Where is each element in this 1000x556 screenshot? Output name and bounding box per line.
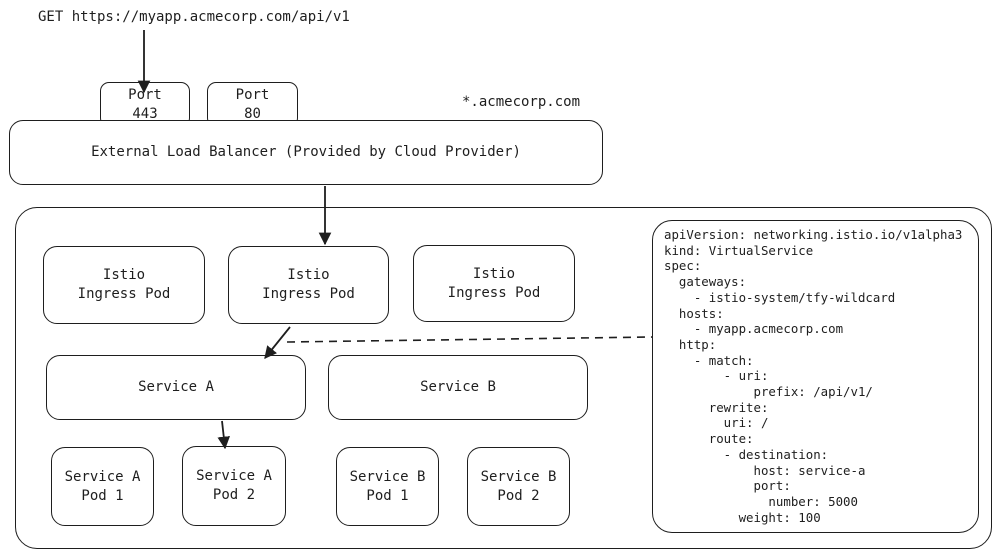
ingress-pod-1-line1: Istio: [102, 267, 146, 283]
service-b-pod-1: Service B Pod 1: [336, 447, 439, 526]
port-80-label: Port: [235, 86, 270, 103]
ingress-to-service-a-arrow: [264, 326, 291, 359]
ingress-pod-2: Istio Ingress Pod: [228, 246, 389, 324]
ingress-pod-3: Istio Ingress Pod: [413, 245, 575, 322]
service-a-label: Service A: [138, 379, 214, 395]
service-a-box: Service A: [46, 355, 306, 420]
service-a-pod-2: Service A Pod 2: [182, 446, 286, 526]
service-b-box: Service B: [328, 355, 588, 420]
load-balancer-label: External Load Balancer (Provided by Clou…: [91, 144, 521, 160]
ingress-pod-1-line2: Ingress Pod: [77, 286, 171, 302]
port-443-label: Port: [128, 86, 162, 103]
service-b-pod-2-line1: Service B: [480, 468, 557, 485]
domain-label: *.acmecorp.com: [462, 94, 581, 110]
ingress-pod-2-line2: Ingress Pod: [262, 286, 355, 302]
service-a-pod-2-line1: Service A: [196, 468, 272, 484]
service-b-pod-1-line2: Pod 1: [366, 487, 409, 504]
service-b-pod-2-line2: Pod 2: [497, 487, 540, 504]
service-b-label: Service B: [420, 379, 496, 395]
service-a-pod-1-line2: Pod 1: [81, 487, 124, 504]
virtual-service-box: [652, 220, 979, 533]
service-b-pod-2: Service B Pod 2: [467, 447, 570, 526]
service-a-pod-1: Service A Pod 1: [51, 447, 154, 526]
service-a-to-pod-arrow: [217, 420, 231, 450]
port-443-number: 443: [132, 105, 158, 122]
virtual-service-yaml: apiVersion: networking.istio.io/v1alpha3…: [664, 227, 963, 525]
request-label: GET https://myapp.acmecorp.com/api/v1: [38, 9, 350, 25]
ingress-pod-3-line2: Ingress Pod: [447, 284, 541, 301]
ingress-pod-1: Istio Ingress Pod: [43, 246, 205, 324]
service-a-pod-1-line1: Service A: [64, 468, 141, 485]
virtual-service-dashed-link: [286, 336, 653, 343]
cluster-container: [15, 207, 992, 549]
service-a-pod-2-line2: Pod 2: [212, 487, 256, 503]
port-80-box: Port 80: [207, 82, 298, 127]
service-b-pod-1-line1: Service B: [349, 468, 426, 485]
ingress-pod-2-line1: Istio: [287, 267, 330, 283]
external-load-balancer: External Load Balancer (Provided by Clou…: [9, 120, 603, 185]
ingress-pod-3-line1: Istio: [472, 265, 516, 282]
port-80-number: 80: [244, 105, 261, 122]
